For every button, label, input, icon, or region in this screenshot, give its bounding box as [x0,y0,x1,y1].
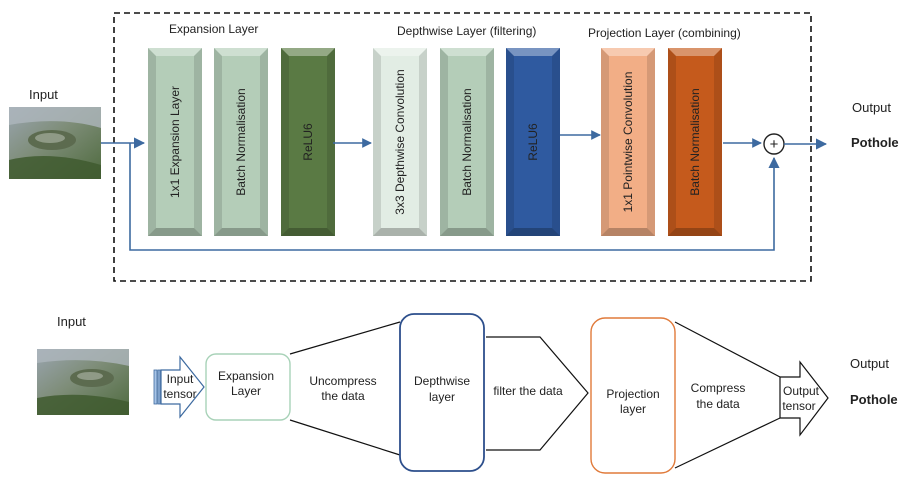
output-tensor-label-line1: Output [783,384,820,398]
projection-box-line1: Projection [606,387,659,401]
block-face [448,56,486,228]
block-face [289,56,327,228]
output-tensor-label-line2: tensor [782,399,815,413]
block-bevel-top [440,48,494,56]
block-bevel-top [373,48,427,56]
block-label: 1x1 Expansion Layer [168,86,182,198]
top-input-label: Input [29,87,58,102]
block-bevel-top [506,48,560,56]
depthwise-box-line2: layer [429,390,455,404]
section-title-expansion: Expansion Layer [169,22,258,36]
block-bevel-top [148,48,202,56]
depthwise-box-line1: Depthwise [414,374,470,388]
layer-block-projection-bn: Batch Normalisation [668,48,722,236]
block-bevel-bottom [281,228,335,236]
top-layer-blocks: 1x1 Expansion Layer Batch Normalisation Re… [148,48,722,236]
block-bevel-bottom [214,228,268,236]
sum-node: + [763,133,785,155]
block-face [222,56,260,228]
layer-block-projection-conv: 1x1 Pointwise Convolution [601,48,655,236]
depthwise-layer-box [399,313,485,472]
block-label: Batch Normalisation [688,88,702,195]
block-label: ReLU6 [526,123,540,161]
projection-layer-box [590,317,676,474]
block-bevel-bottom [506,228,560,236]
block-face [609,56,647,228]
bottom-output-class: Pothole [850,392,898,407]
top-output-class: Pothole [851,135,899,150]
block-label: 1x1 Pointwise Convolution [621,72,635,213]
block-bevel-top [668,48,722,56]
layer-block-depthwise-conv: 3x3 Depthwise Convolution [373,48,427,236]
block-boundary-dashed [113,12,812,282]
block-bevel-bottom [601,228,655,236]
block-bevel-bottom [440,228,494,236]
layer-block-expansion-bn: Batch Normalisation [214,48,268,236]
compress-lines [674,321,781,469]
block-bevel-top [214,48,268,56]
block-bevel-top [601,48,655,56]
layer-block-expansion-relu: ReLU6 [281,48,335,236]
block-face [156,56,194,228]
block-face [381,56,419,228]
block-bevel-bottom [373,228,427,236]
expansion-layer-box [205,353,291,421]
projection-box-line2: layer [620,402,646,416]
input-tensor-arrow [153,355,205,419]
bottom-input-label: Input [57,314,86,329]
top-pothole-image [9,107,101,179]
layer-block-depthwise-bn: Batch Normalisation [440,48,494,236]
input-tensor-label-line1: Input [167,372,194,386]
block-bevel-top [281,48,335,56]
bottom-pothole-image [37,349,129,415]
block-label: ReLU6 [301,123,315,161]
input-tensor-label-line2: tensor [163,387,196,401]
block-label: Batch Normalisation [460,88,474,195]
layer-block-depthwise-relu: ReLU6 [506,48,560,236]
bottom-output-label: Output [850,356,889,371]
block-face [676,56,714,228]
uncompress-text-line1: Uncompress [309,374,376,388]
block-face [514,56,552,228]
layer-block-expansion-conv: 1x1 Expansion Layer [148,48,202,236]
uncompress-expansion-lines [289,321,401,456]
sum-symbol: + [770,136,779,153]
uncompress-text-line2: the data [321,389,365,403]
section-title-depthwise: Depthwise Layer (filtering) [397,24,536,38]
filter-data-arrow [486,336,589,451]
top-output-label: Output [852,100,891,115]
compress-text-line2: the data [696,397,740,411]
output-tensor-arrow [779,360,829,437]
expansion-box-line1: Expansion [218,369,274,383]
filter-text: filter the data [493,384,563,398]
block-bevel-bottom [668,228,722,236]
block-label: 3x3 Depthwise Convolution [393,69,407,214]
residual-connection [129,143,780,251]
compress-text-line1: Compress [691,381,746,395]
expansion-box-line2: Layer [231,384,261,398]
block-label: Batch Normalisation [234,88,248,195]
section-title-projection: Projection Layer (combining) [588,26,741,40]
block-bevel-bottom [148,228,202,236]
